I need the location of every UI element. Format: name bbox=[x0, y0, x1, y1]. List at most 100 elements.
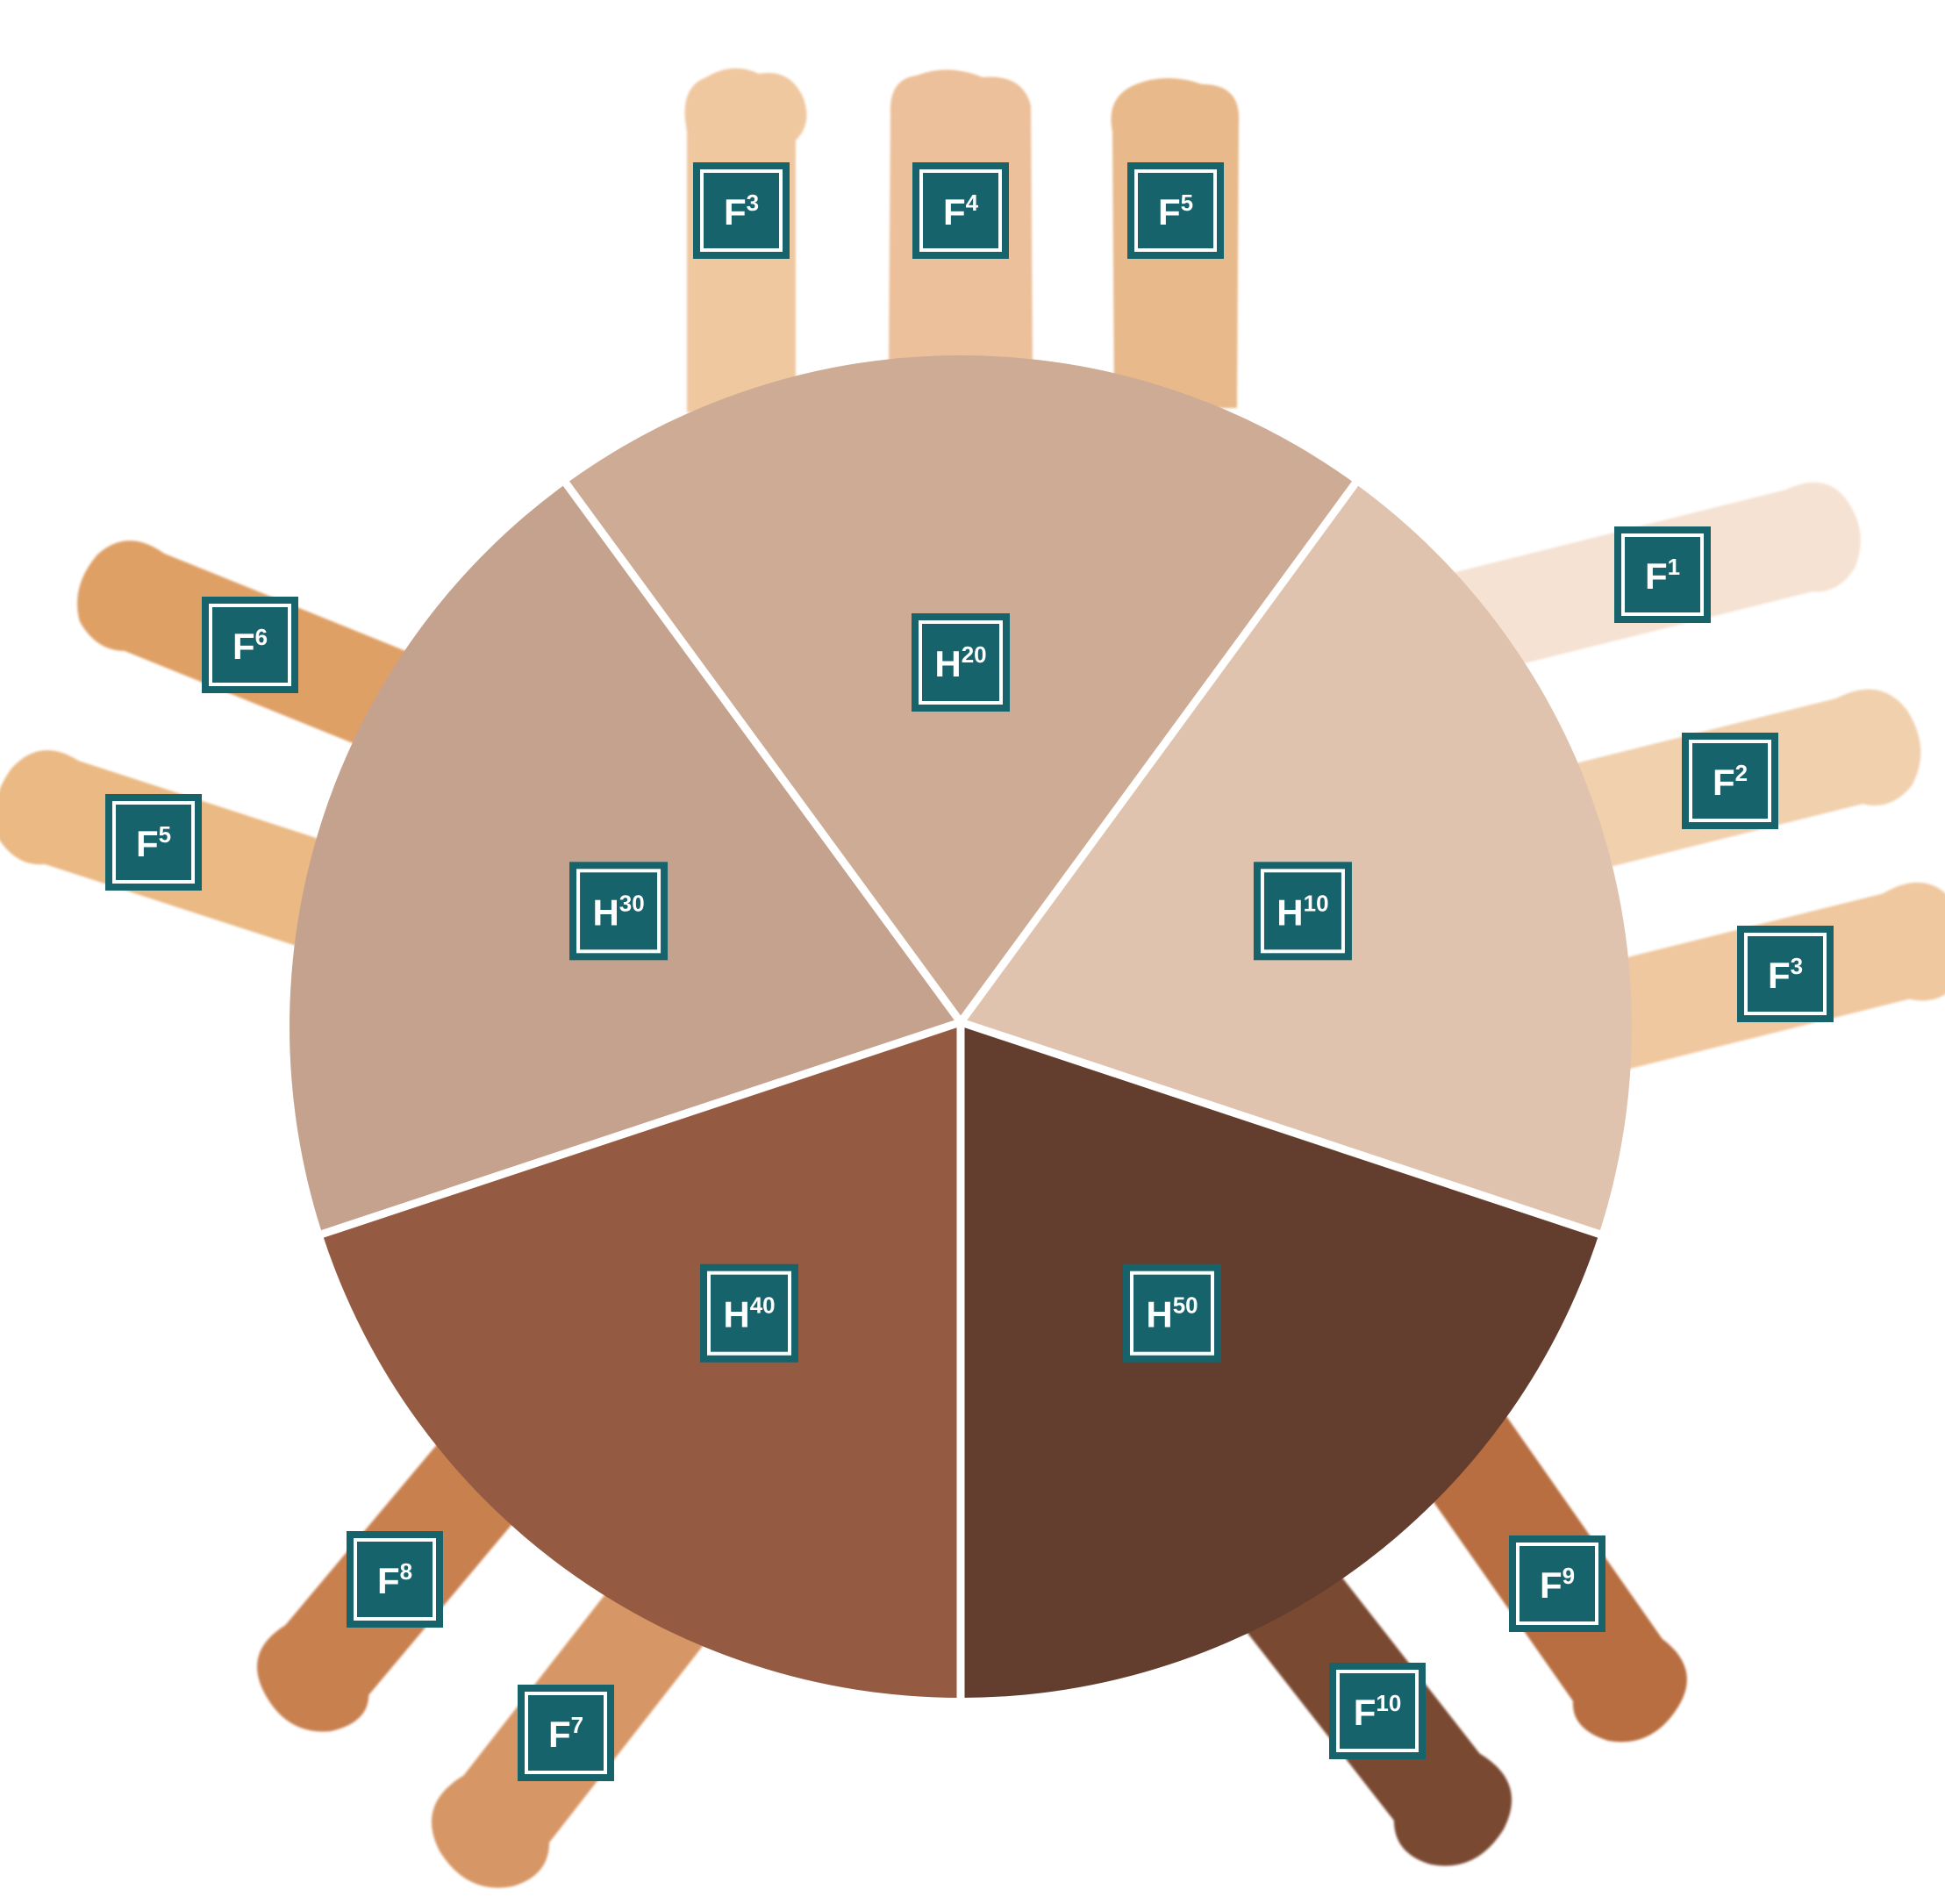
tag-letter: F bbox=[1354, 1692, 1377, 1733]
tag-frame bbox=[707, 1271, 792, 1356]
tag-number: 2 bbox=[1735, 760, 1748, 786]
tag-letter: H bbox=[1146, 1294, 1172, 1335]
tag-letter: H bbox=[592, 891, 619, 933]
tag-bg bbox=[569, 862, 669, 961]
swatch-f3-top: F3 bbox=[684, 68, 807, 412]
tag-frame bbox=[112, 801, 195, 884]
wheel-divider bbox=[956, 1018, 1604, 1238]
tag-number: 10 bbox=[1304, 890, 1329, 916]
tag-number: 5 bbox=[159, 821, 171, 848]
wheel-segment-h30 bbox=[290, 483, 962, 1235]
tag-number: 6 bbox=[255, 624, 268, 650]
tag-bg bbox=[347, 1531, 443, 1628]
tag-frame bbox=[1336, 1670, 1419, 1752]
tag-letter: F bbox=[136, 823, 159, 864]
tag-number: 50 bbox=[1173, 1292, 1198, 1319]
tag-frame bbox=[1516, 1543, 1598, 1625]
tag-number: 30 bbox=[619, 890, 645, 916]
tag-bg bbox=[693, 162, 790, 259]
tag-frame bbox=[525, 1692, 607, 1774]
tag-letter: F bbox=[232, 626, 255, 667]
tag-bg bbox=[518, 1685, 614, 1781]
tag-number: 9 bbox=[1562, 1563, 1575, 1589]
shade-code-f8-bottom-left: F8 bbox=[377, 1558, 412, 1601]
tag-number: 20 bbox=[962, 641, 987, 668]
shade-code-f6-left: F6 bbox=[232, 624, 268, 667]
tag-frame bbox=[1260, 869, 1345, 954]
tag-letter: F bbox=[1540, 1564, 1562, 1606]
tag-letter: F bbox=[377, 1560, 400, 1601]
wheel-segment-h50 bbox=[961, 1022, 1599, 1698]
wheel-tag-h30: H30 bbox=[569, 862, 669, 961]
shade-code-h30: H30 bbox=[592, 890, 644, 933]
tag-letter: F bbox=[548, 1714, 571, 1755]
wheel-tag-h50: H50 bbox=[1122, 1263, 1221, 1363]
swatch-f4-top: F4 bbox=[889, 69, 1033, 364]
tag-number: 4 bbox=[966, 190, 979, 216]
tag-number: 40 bbox=[750, 1292, 776, 1319]
shade-code-h20: H20 bbox=[934, 641, 986, 684]
tag-letter: F bbox=[1713, 762, 1735, 803]
tag-letter: F bbox=[1768, 955, 1791, 996]
shade-code-f2-right: F2 bbox=[1713, 760, 1748, 803]
wheel-segment-h10 bbox=[961, 483, 1632, 1235]
tag-frame bbox=[1621, 533, 1704, 616]
tag-number: 1 bbox=[1668, 554, 1680, 580]
shade-code-f9-bottom-right: F9 bbox=[1540, 1563, 1575, 1606]
tag-letter: F bbox=[1645, 555, 1668, 597]
wheel-divider bbox=[956, 479, 1360, 1027]
shade-code-f10-bottom-right: F10 bbox=[1354, 1690, 1402, 1733]
shade-code-f4-top: F4 bbox=[943, 190, 979, 233]
tag-bg bbox=[1127, 162, 1224, 259]
shade-code-f5-left: F5 bbox=[136, 821, 171, 864]
tag-bg bbox=[1509, 1535, 1605, 1632]
shade-code-h10: H10 bbox=[1276, 890, 1328, 933]
shade-code-f1-right: F1 bbox=[1645, 554, 1680, 597]
tag-frame bbox=[354, 1538, 436, 1621]
tag-bg bbox=[104, 794, 202, 891]
wheel-tag-h10: H10 bbox=[1253, 862, 1352, 961]
tag-bg bbox=[700, 1263, 799, 1363]
swatch-f6-left: F6 bbox=[77, 540, 454, 768]
tag-bg bbox=[1737, 926, 1834, 1022]
tag-bg bbox=[1253, 862, 1352, 961]
tag-frame bbox=[1129, 1271, 1214, 1356]
wheel-segment-h40 bbox=[322, 1022, 961, 1698]
tag-bg bbox=[1122, 1263, 1221, 1363]
shade-code-f3-top: F3 bbox=[724, 190, 759, 233]
tag-number: 5 bbox=[1181, 190, 1193, 216]
tag-letter: H bbox=[934, 643, 961, 684]
tag-bg bbox=[1329, 1663, 1426, 1759]
tag-letter: H bbox=[723, 1294, 749, 1335]
wheel-tag-h20: H20 bbox=[912, 613, 1010, 712]
tag-letter: F bbox=[1158, 191, 1181, 233]
tag-number: 3 bbox=[747, 190, 759, 216]
tag-frame bbox=[919, 169, 1002, 252]
tag-letter: H bbox=[1276, 891, 1303, 933]
tag-frame bbox=[576, 869, 661, 954]
tag-frame bbox=[700, 169, 783, 252]
shade-code-h50: H50 bbox=[1146, 1292, 1198, 1335]
shade-code-f3-right: F3 bbox=[1768, 953, 1803, 996]
tag-frame bbox=[919, 620, 1003, 705]
tag-number: 7 bbox=[571, 1712, 583, 1738]
tag-number: 10 bbox=[1376, 1690, 1401, 1716]
shade-code-f7-bottom-left: F7 bbox=[548, 1712, 583, 1755]
shade-code-f5-top: F5 bbox=[1158, 190, 1193, 233]
shade-code-h40: H40 bbox=[723, 1292, 775, 1335]
tag-letter: F bbox=[724, 191, 747, 233]
swatch-f1-right: F1 bbox=[1419, 482, 1861, 684]
swatch-f5-left: F5 bbox=[0, 750, 338, 948]
tag-frame bbox=[209, 604, 291, 686]
wheel-tag-h40: H40 bbox=[700, 1263, 799, 1363]
tag-bg bbox=[1682, 733, 1778, 829]
tag-bg bbox=[912, 162, 1009, 259]
tag-number: 3 bbox=[1791, 953, 1803, 979]
tag-frame bbox=[1689, 740, 1771, 822]
wheel-divider bbox=[561, 479, 965, 1027]
tag-bg bbox=[1614, 526, 1711, 623]
tag-bg bbox=[202, 597, 298, 693]
tag-frame bbox=[1744, 933, 1827, 1015]
